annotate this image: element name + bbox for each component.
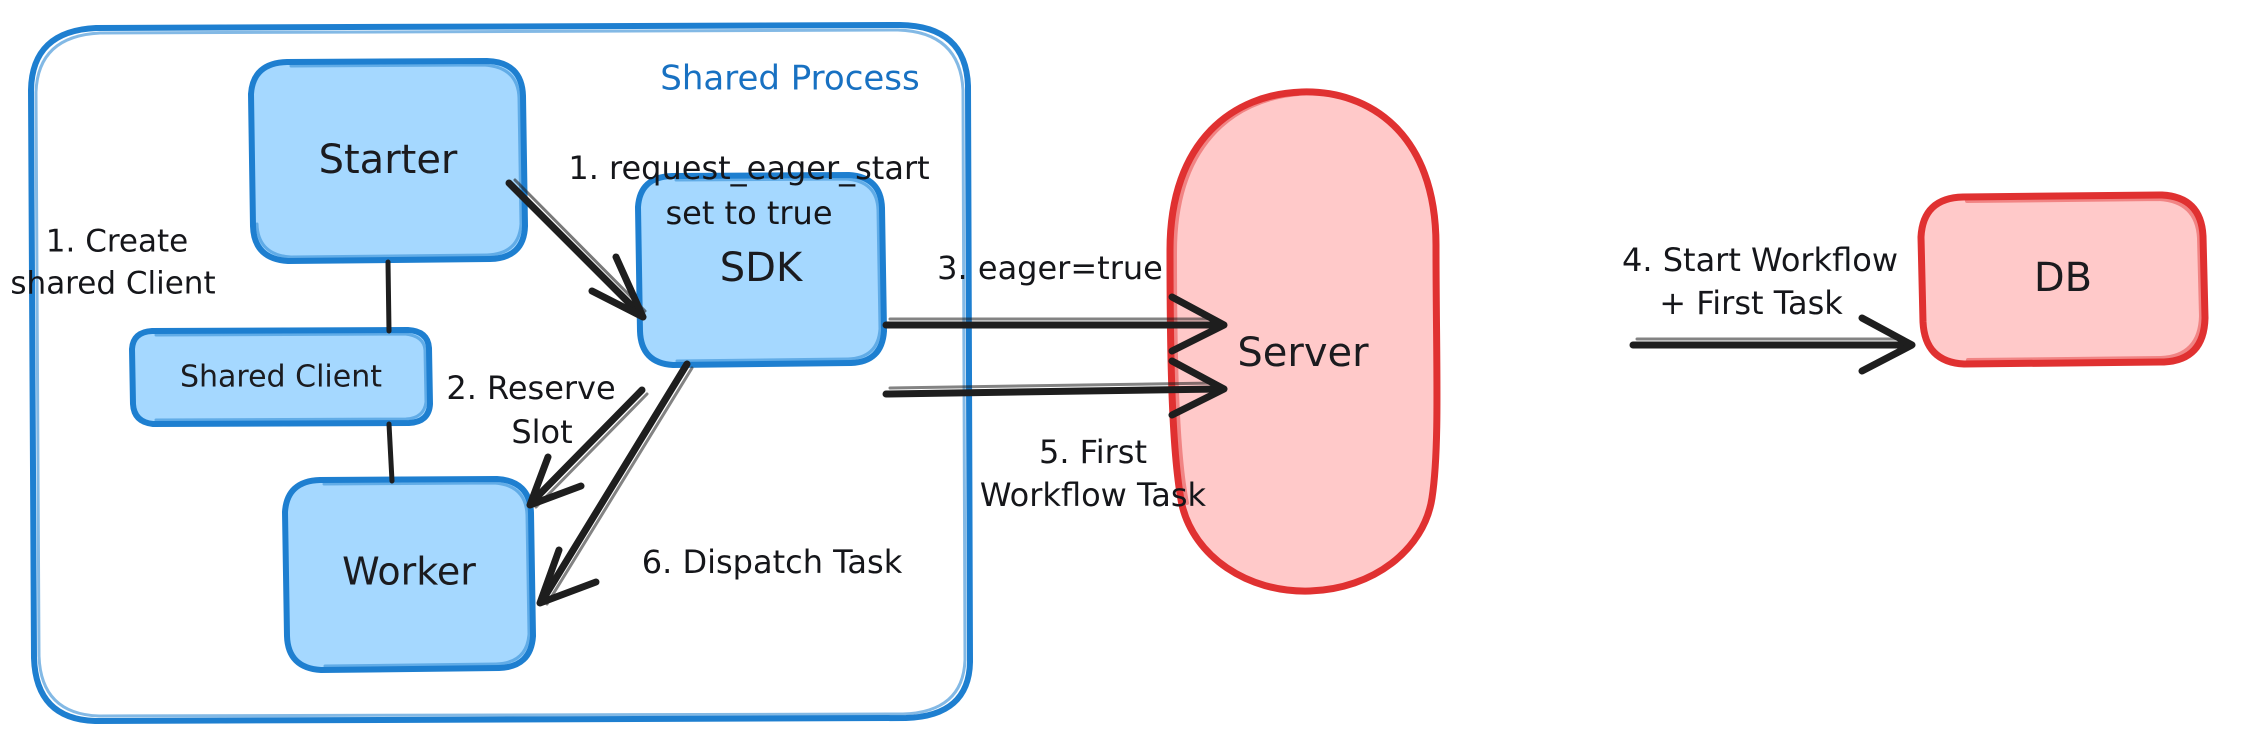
- edge-request-eager-start-line: [505, 179, 645, 319]
- edge-reserve-slot[interactable]: 2. Reserve Slot: [446, 369, 649, 509]
- shared-client-label: Shared Client: [180, 360, 382, 395]
- sdk-label: SDK: [720, 245, 804, 291]
- worker-shape-outline: [282, 476, 536, 673]
- shared-process-label: Shared Process: [660, 59, 919, 99]
- edge-request-eager-start-arrowhead: [588, 253, 647, 321]
- edge-first-workflow-task-line: [882, 385, 1223, 398]
- starter-label: Starter: [319, 137, 458, 183]
- worker-shape-fill: [285, 479, 533, 670]
- node-db[interactable]: DB: [1917, 191, 2209, 368]
- edge-create-shared-client-line-bottom: [386, 421, 395, 484]
- edge-start-workflow-label-line-1: 4. Start Workflow: [1622, 241, 1898, 279]
- edge-start-workflow-arrowhead: [1858, 314, 1916, 375]
- shared-client-shape-outline: [129, 327, 433, 427]
- db-label: DB: [2034, 255, 2092, 301]
- sdk-shape-sketch: [674, 177, 882, 363]
- shared-client-shape-fill: [132, 330, 430, 424]
- edge-first-workflow-task-arrowhead: [1168, 357, 1228, 419]
- node-sdk[interactable]: SDK: [635, 172, 887, 368]
- edge-create-shared-client-label-line-2: shared Client: [10, 266, 215, 302]
- edge-reserve-slot-line: [527, 386, 646, 507]
- server-shape-fill: [1170, 91, 1437, 592]
- node-shared-client[interactable]: Shared Client: [129, 327, 433, 427]
- shared-client-shape-sketch: [154, 332, 428, 422]
- node-worker[interactable]: Worker: [282, 476, 536, 673]
- edge-first-workflow-task-label-line-2: Workflow Task: [980, 476, 1207, 514]
- edge-reserve-slot-label-line-1: 2. Reserve: [446, 369, 615, 407]
- shared-process-border-sketch: [34, 28, 967, 718]
- edge-reserve-slot-label-line-2: Slot: [511, 413, 572, 451]
- edge-eager-true[interactable]: 3. eager=true: [882, 249, 1228, 355]
- starter-shape-sketch: [255, 63, 523, 259]
- edge-first-workflow-task-label-line-1: 5. First: [1039, 433, 1147, 471]
- edge-request-eager-start-line-sketch: [513, 178, 647, 313]
- edge-create-shared-client-label-line-1: 1. Create: [46, 224, 188, 260]
- edge-start-workflow[interactable]: 4. Start Workflow + First Task: [1622, 241, 1916, 375]
- node-starter[interactable]: Starter: [248, 58, 528, 264]
- worker-label: Worker: [342, 550, 476, 594]
- edge-dispatch-task-arrowhead: [536, 546, 600, 607]
- starter-shape-fill: [251, 61, 525, 261]
- edge-create-shared-client[interactable]: 1. Create shared Client: [10, 224, 395, 484]
- node-server[interactable]: Server: [1166, 88, 1441, 595]
- edge-request-eager-start-label-line-2: set to true: [665, 194, 832, 232]
- starter-shape-outline: [248, 58, 528, 264]
- sdk-shape-fill: [638, 175, 884, 365]
- edge-reserve-slot-arrowhead: [526, 453, 585, 509]
- edge-first-workflow-task[interactable]: 5. First Workflow Task: [882, 357, 1228, 514]
- server-shape-sketch: [1173, 92, 1300, 505]
- shared-process-border: [28, 22, 973, 724]
- server-shape-outline: [1166, 88, 1441, 595]
- sdk-shape-outline: [635, 172, 887, 368]
- edge-eager-true-label-line-1: 3. eager=true: [937, 249, 1163, 287]
- edge-first-workflow-task-line-sketch: [888, 381, 1217, 390]
- edge-reserve-slot-line-sketch: [534, 392, 649, 509]
- db-shape-sketch: [1965, 197, 2203, 362]
- edge-dispatch-task[interactable]: 6. Dispatch Task: [536, 360, 903, 607]
- edge-request-eager-start[interactable]: 1. request_eager_start set to true: [505, 149, 930, 321]
- edge-dispatch-task-line-sketch: [545, 366, 694, 606]
- server-label: Server: [1237, 330, 1369, 376]
- db-shape-fill: [1921, 195, 2205, 364]
- edge-dispatch-task-label-line-1: 6. Dispatch Task: [642, 543, 903, 581]
- db-shape-outline: [1917, 191, 2209, 368]
- worker-shape-sketch: [322, 481, 531, 668]
- edge-eager-true-arrowhead: [1168, 293, 1228, 355]
- group-shared-process: Shared Process: [28, 22, 973, 724]
- edge-dispatch-task-line: [538, 360, 691, 605]
- edge-create-shared-client-line-top: [385, 259, 392, 334]
- edge-request-eager-start-label-line-1: 1. request_eager_start: [568, 149, 929, 187]
- edge-start-workflow-label-line-2: + First Task: [1659, 284, 1843, 322]
